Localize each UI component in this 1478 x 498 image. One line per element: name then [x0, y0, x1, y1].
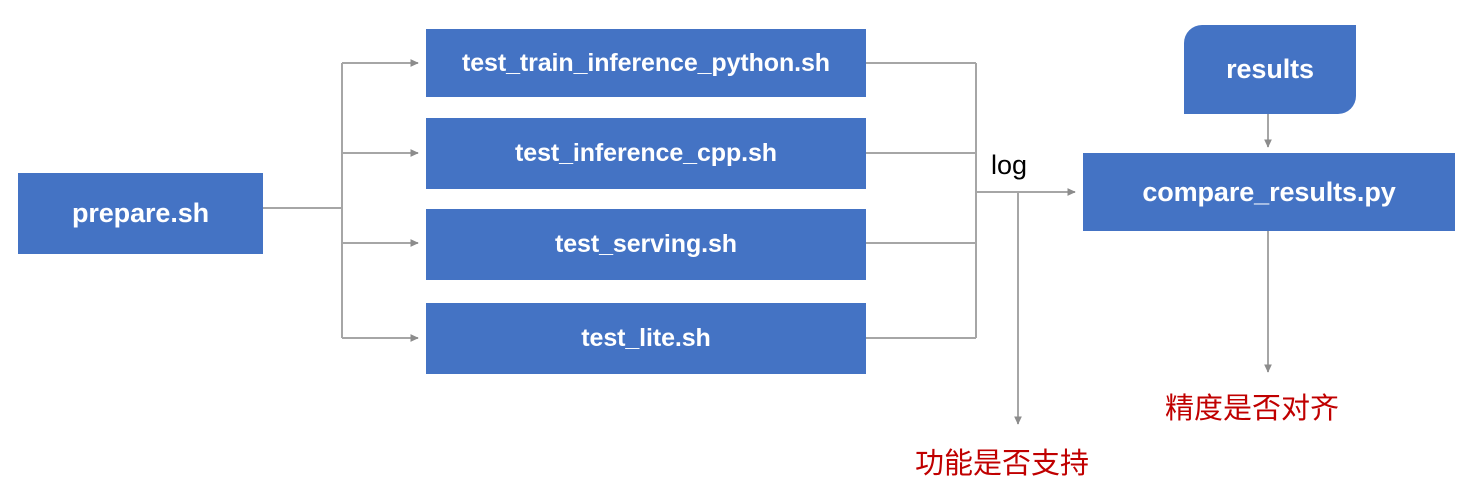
edge-label-log: log — [991, 150, 1028, 180]
node-compare-results-py-label: compare_results.py — [1142, 176, 1396, 207]
node-test-serving-sh[interactable]: test_serving.sh — [426, 209, 866, 280]
node-results-label: results — [1226, 54, 1314, 84]
node-prepare-sh[interactable]: prepare.sh — [18, 173, 263, 254]
node-results[interactable]: results — [1184, 25, 1356, 114]
node-compare-results-py[interactable]: compare_results.py — [1083, 153, 1455, 231]
node-test-train-inference-python-sh[interactable]: test_train_inference_python.sh — [426, 29, 866, 97]
note-function-supported: 功能是否支持 — [915, 448, 1090, 480]
node-test-inference-cpp-sh[interactable]: test_inference_cpp.sh — [426, 118, 866, 189]
note-precision-aligned: 精度是否对齐 — [1165, 393, 1340, 425]
node-test-train-inference-python-sh-label: test_train_inference_python.sh — [462, 48, 830, 77]
node-test-lite-sh-label: test_lite.sh — [581, 324, 711, 352]
node-test-serving-sh-label: test_serving.sh — [555, 230, 737, 258]
node-test-inference-cpp-sh-label: test_inference_cpp.sh — [515, 139, 777, 167]
node-test-lite-sh[interactable]: test_lite.sh — [426, 303, 866, 374]
node-prepare-sh-label: prepare.sh — [71, 198, 210, 228]
